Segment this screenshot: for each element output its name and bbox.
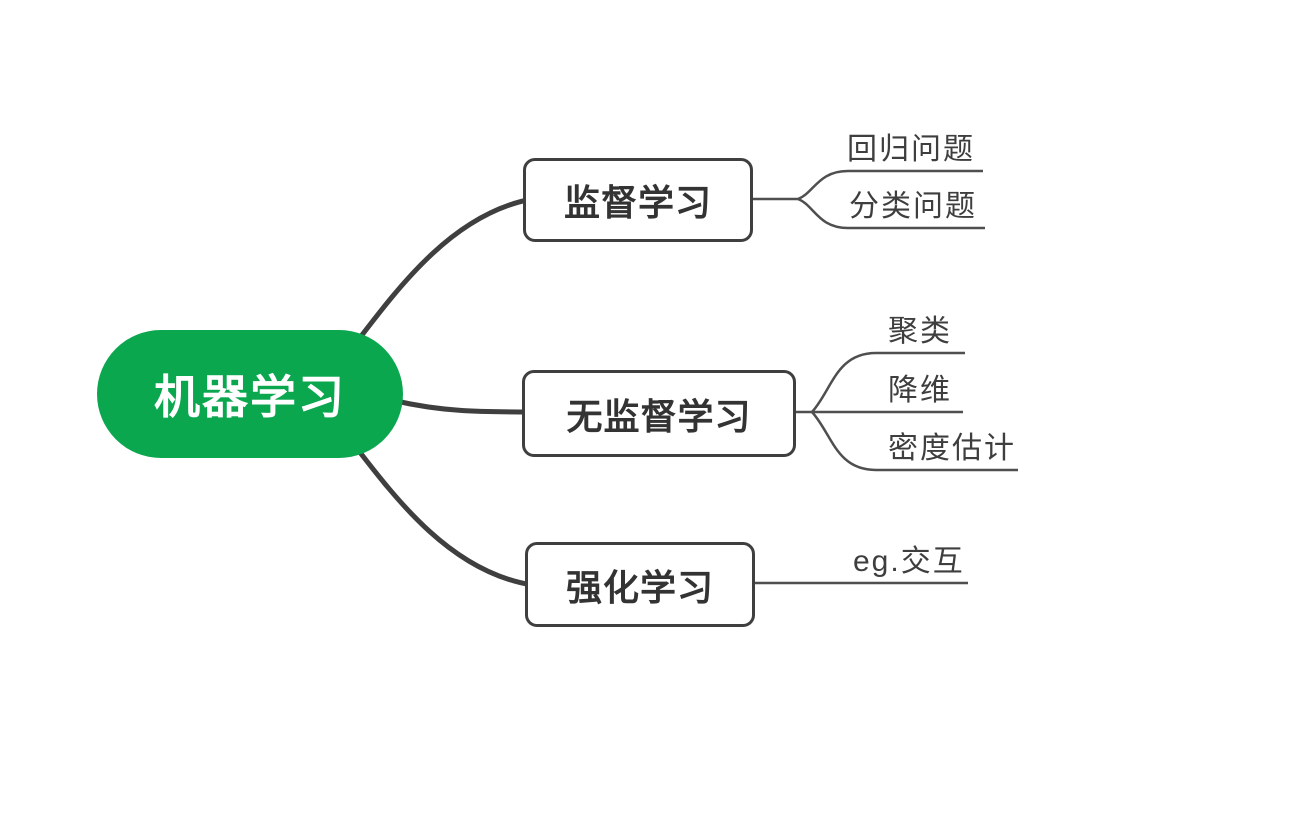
- subtopic-clustering[interactable]: 聚类: [888, 315, 952, 348]
- topic-unsupervised-learning[interactable]: 无监督学习: [522, 370, 796, 457]
- topic-supervised-learning[interactable]: 监督学习: [523, 158, 753, 242]
- topic-supervised-label: 监督学习: [563, 182, 712, 223]
- subtopic-density-estimation[interactable]: 密度估计: [888, 432, 1016, 465]
- edge-root-reinforcement: [349, 439, 535, 588]
- subtopic-dimensionality-reduction[interactable]: 降维: [888, 374, 952, 407]
- edge-unsupervised-clustering: [811, 351, 965, 413]
- edge-supervised-regression: [797, 169, 983, 201]
- edge-root-supervised: [349, 196, 535, 351]
- topic-reinforcement-learning[interactable]: 强化学习: [525, 542, 755, 627]
- root-topic-label: 机器学习: [154, 371, 346, 423]
- edge-root-unsupervised: [393, 398, 533, 415]
- root-topic[interactable]: 机器学习: [97, 330, 403, 458]
- subtopic-regression[interactable]: 回归问题: [847, 133, 975, 166]
- subtopic-eg-interaction[interactable]: eg.交互: [853, 545, 965, 578]
- subtopic-classification[interactable]: 分类问题: [849, 190, 977, 223]
- edge-supervised-classification: [797, 197, 985, 230]
- topic-reinforcement-label: 强化学习: [565, 566, 714, 608]
- edge-unsupervised-density: [811, 411, 1018, 472]
- topic-unsupervised-label: 无监督学习: [566, 395, 752, 437]
